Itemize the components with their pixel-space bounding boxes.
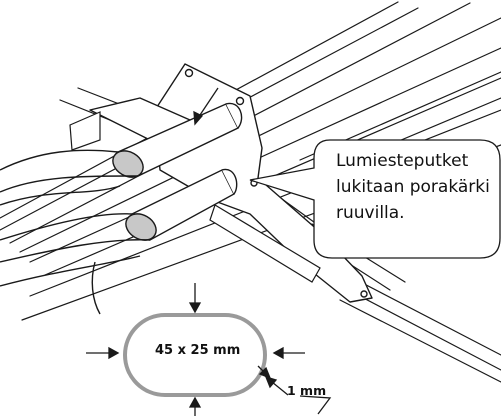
support-rail [69, 111, 321, 283]
wall-thickness-label: 1 mm [287, 383, 327, 398]
pipe-profile [123, 313, 267, 397]
lower-pipe [0, 168, 238, 315]
callout-line-1: Lumiesteputket [336, 151, 469, 171]
callout-line-2: lukitaan porakärki [336, 177, 490, 197]
callout-bubble [249, 139, 501, 259]
dimension-arrows [86, 283, 332, 416]
pointer-arrow [193, 87, 219, 126]
callout-text: Lumiesteputket lukitaan porakärki ruuvil… [336, 148, 496, 226]
profile-dimensions-label: 45 x 25 mm [155, 343, 241, 358]
callout-line-3: ruuvilla. [336, 203, 405, 223]
upper-pipe [0, 102, 243, 206]
